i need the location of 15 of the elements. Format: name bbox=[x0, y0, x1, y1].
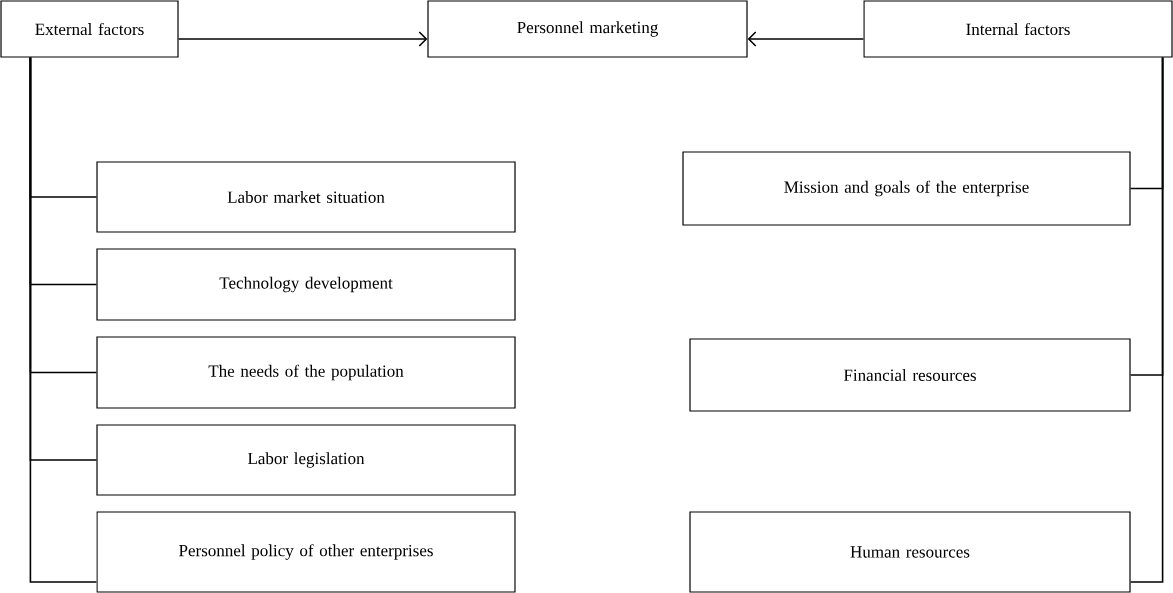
factor-box: Personnel marketing bbox=[427, 0, 748, 58]
connector-line bbox=[1129, 56, 1164, 583]
arrow bbox=[177, 31, 428, 47]
factor-box: External factors bbox=[0, 0, 179, 58]
factor-box: The needs of the population bbox=[96, 336, 516, 409]
factor-box: Labor legislation bbox=[96, 424, 516, 496]
factor-box: Personnel policy of other enterprises bbox=[96, 511, 516, 593]
factor-box: Labor market situation bbox=[96, 161, 516, 233]
factor-box: Mission and goals of the enterprise bbox=[682, 151, 1131, 226]
factor-box: Internal factors bbox=[863, 0, 1173, 58]
factor-box: Human resources bbox=[689, 511, 1131, 593]
factor-box: Financial resources bbox=[689, 338, 1131, 412]
arrow bbox=[747, 31, 865, 47]
factor-box: Technology development bbox=[96, 248, 516, 321]
connector-line bbox=[29, 56, 98, 583]
